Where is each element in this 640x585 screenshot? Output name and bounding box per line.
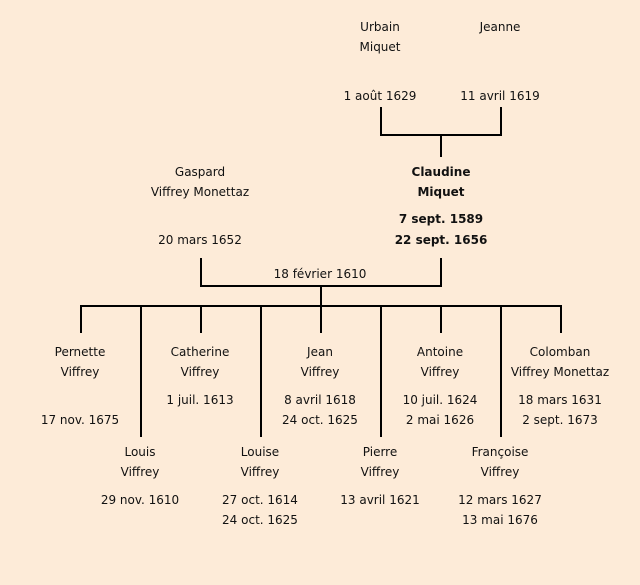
person-last-name: Viffrey <box>180 365 220 379</box>
connector-line <box>440 305 442 333</box>
person-death-date: 17 nov. 1675 <box>40 413 120 427</box>
person-first-name: Gaspard <box>174 165 226 179</box>
connector-line <box>500 305 502 437</box>
person-last-name: Miquet <box>417 185 465 199</box>
connector-line <box>380 305 382 437</box>
person-birth-date: 29 nov. 1610 <box>100 493 180 507</box>
person-last-name: Viffrey <box>120 465 160 479</box>
person-first-name: Colomban <box>529 345 591 359</box>
person-birth-date: 13 avril 1621 <box>340 493 420 507</box>
person-death-date: 13 mai 1676 <box>462 513 538 527</box>
person-date: 20 mars 1652 <box>158 233 242 247</box>
person-first-name: Pierre <box>362 445 398 459</box>
person-date: 11 avril 1619 <box>460 89 540 103</box>
person-first-name: Françoise <box>471 445 529 459</box>
person-birth-date: 7 sept. 1589 <box>398 212 484 226</box>
person-last-name: Viffrey <box>480 465 520 479</box>
connector-line <box>140 305 142 437</box>
person-death-date: 2 mai 1626 <box>405 413 475 427</box>
connector-line <box>440 134 442 157</box>
person-death-date: 2 sept. 1673 <box>522 413 598 427</box>
person-death-date: 22 sept. 1656 <box>394 233 488 247</box>
connector-line <box>260 305 262 437</box>
person-first-name: Jeanne <box>479 20 521 34</box>
connector-line <box>380 107 382 136</box>
person-last-name: Viffrey <box>300 365 340 379</box>
person-first-name: Antoine <box>416 345 464 359</box>
person-first-name: Pernette <box>54 345 106 359</box>
connector-line <box>320 305 322 333</box>
person-last-name: Miquet <box>359 40 401 54</box>
connector-line <box>560 305 562 333</box>
person-first-name: Urbain <box>360 20 400 34</box>
person-first-name: Claudine <box>411 165 471 179</box>
person-last-name: Viffrey Monettaz <box>150 185 250 199</box>
connector-line <box>440 258 442 287</box>
person-last-name: Viffrey <box>240 465 280 479</box>
person-birth-date: 1 juil. 1613 <box>166 393 234 407</box>
connector-line <box>80 305 82 333</box>
person-birth-date: 10 juil. 1624 <box>402 393 478 407</box>
person-birth-date: 27 oct. 1614 <box>222 493 298 507</box>
person-last-name: Viffrey Monettaz <box>510 365 610 379</box>
connector-line <box>200 305 202 333</box>
person-date: 1 août 1629 <box>343 89 417 103</box>
person-first-name: Catherine <box>170 345 230 359</box>
person-first-name: Jean <box>307 345 333 359</box>
person-birth-date: 18 mars 1631 <box>518 393 602 407</box>
person-death-date: 24 oct. 1625 <box>222 513 298 527</box>
person-last-name: Viffrey <box>360 465 400 479</box>
person-first-name: Louise <box>240 445 280 459</box>
connector-line <box>200 258 202 287</box>
person-death-date: 24 oct. 1625 <box>282 413 358 427</box>
connector-line <box>320 285 322 307</box>
connector-line <box>500 107 502 136</box>
person-birth-date: 8 avril 1618 <box>284 393 356 407</box>
person-first-name: Louis <box>124 445 156 459</box>
person-last-name: Viffrey <box>60 365 100 379</box>
marriage-date: 18 février 1610 <box>273 267 367 281</box>
person-birth-date: 12 mars 1627 <box>458 493 542 507</box>
person-last-name: Viffrey <box>420 365 460 379</box>
